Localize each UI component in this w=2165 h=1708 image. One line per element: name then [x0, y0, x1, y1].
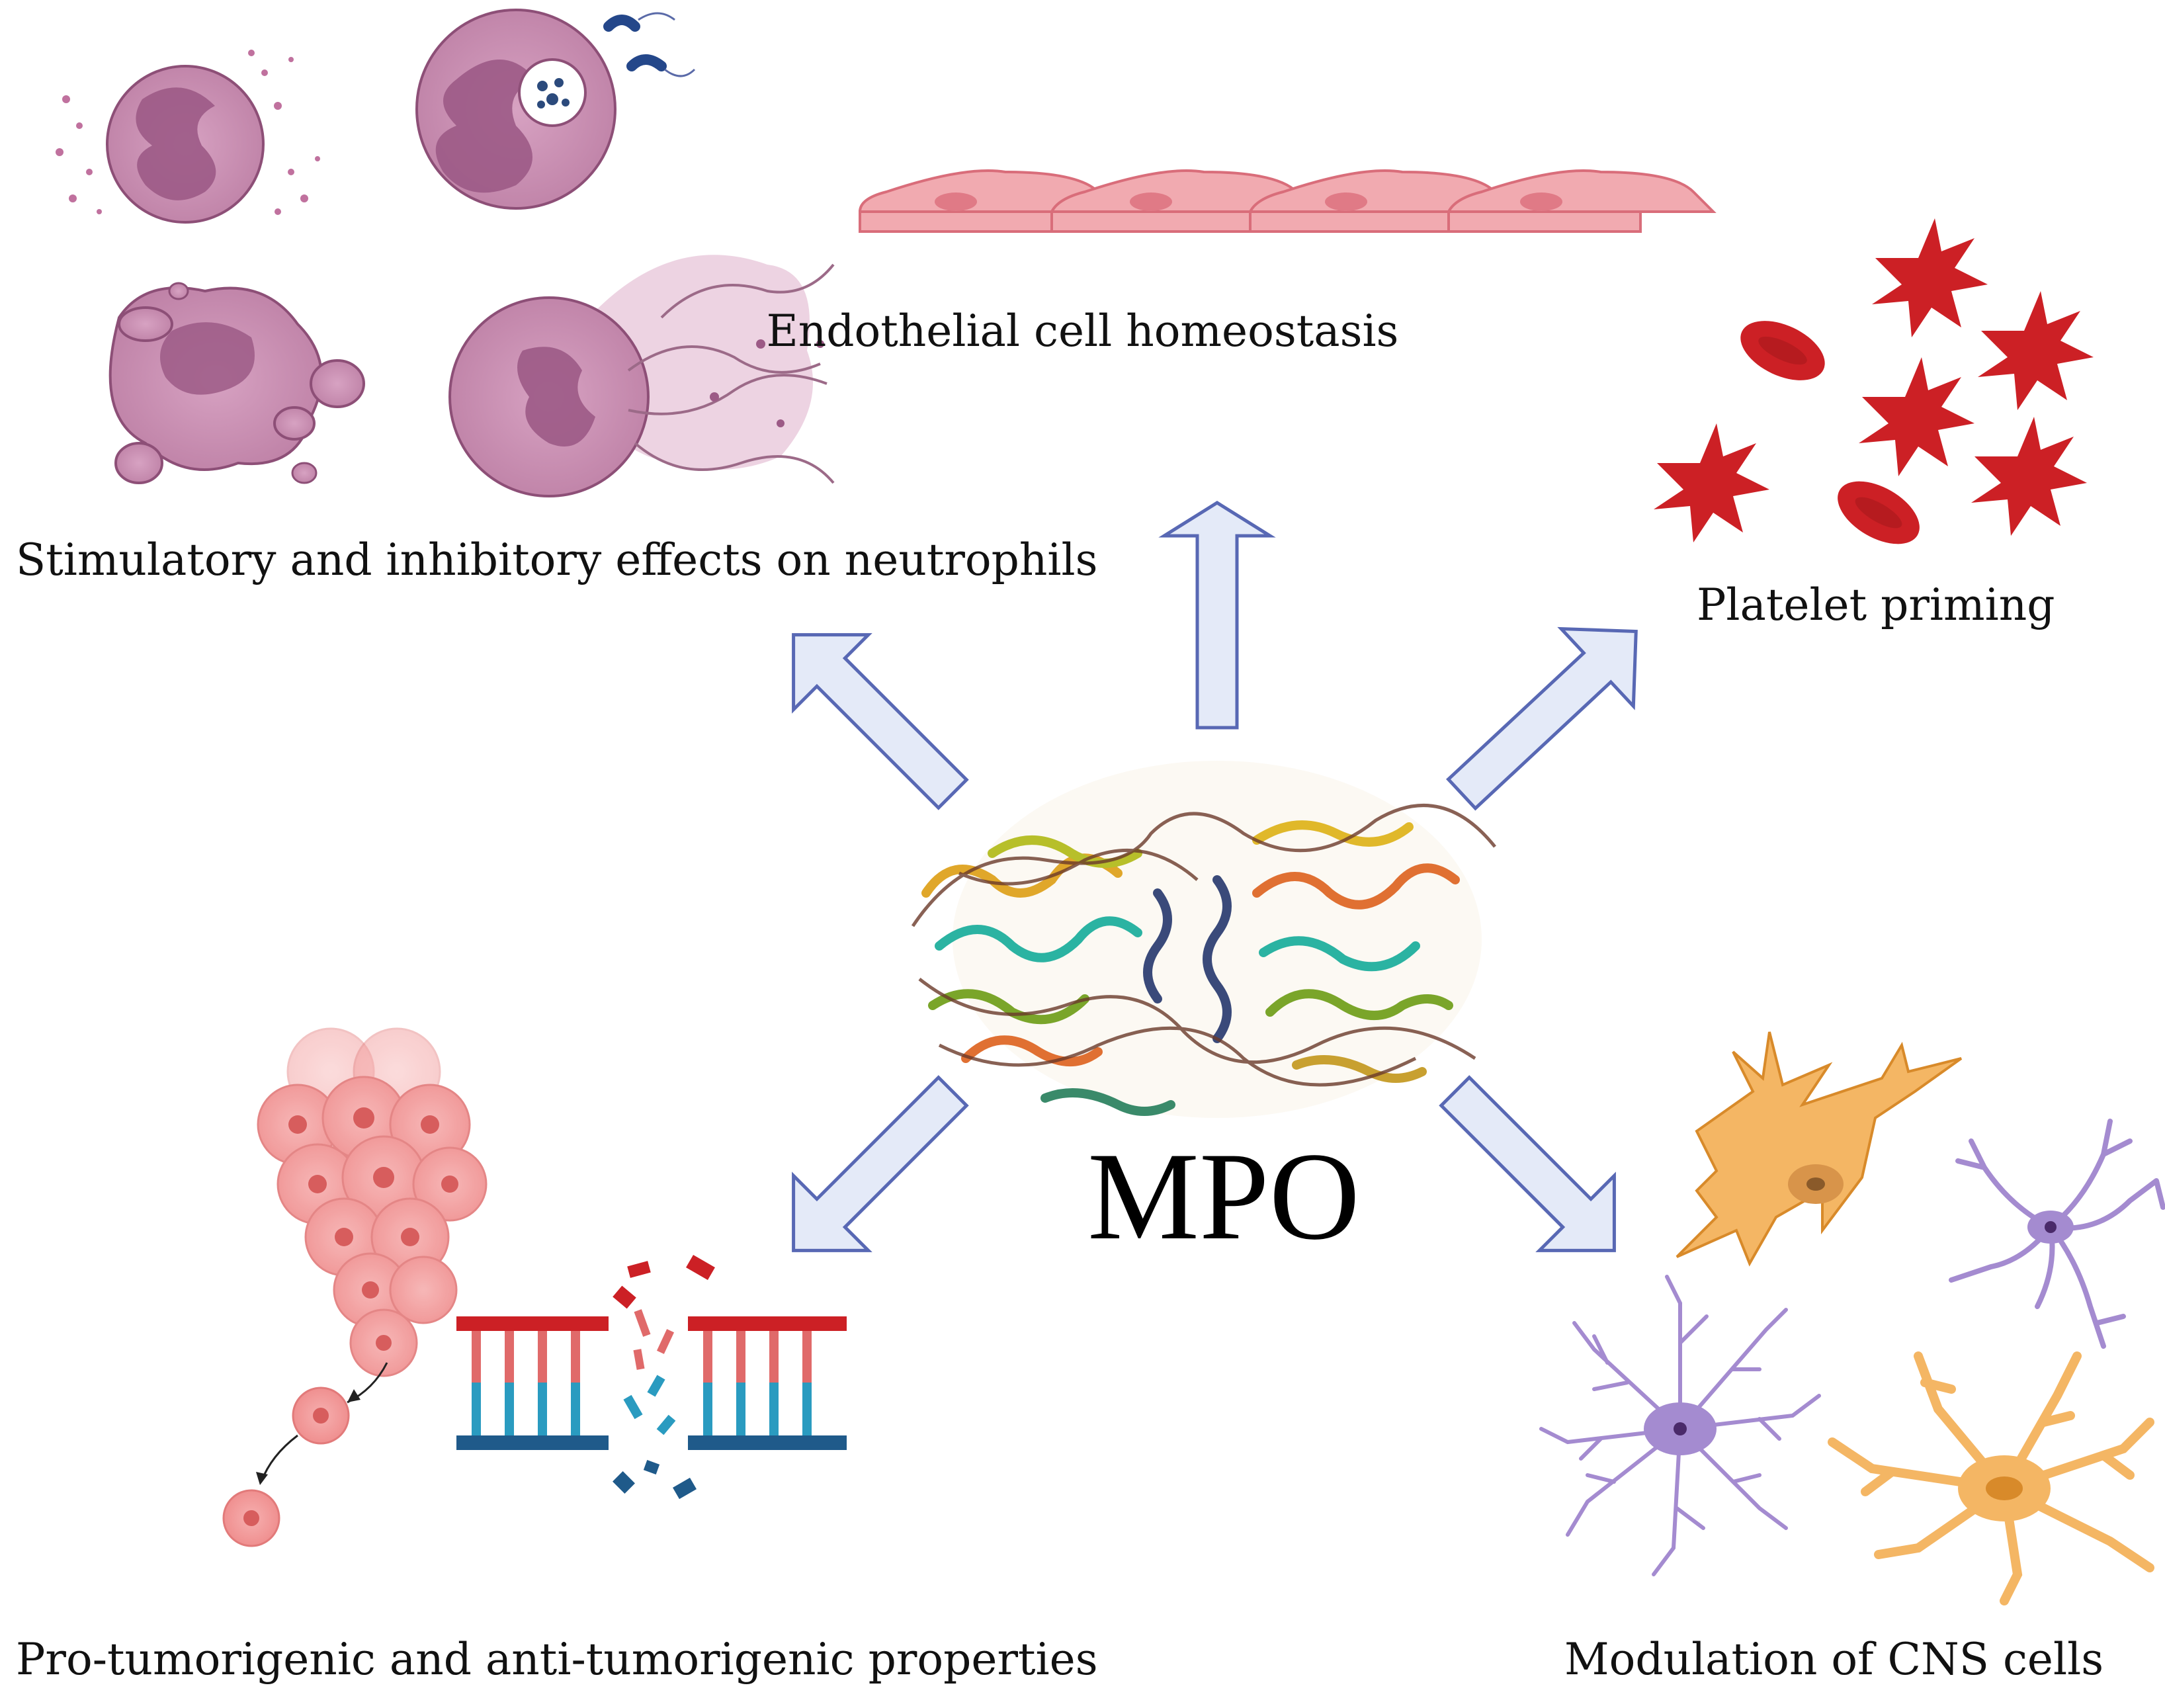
platelet-1 [1872, 218, 1988, 337]
cns-cells [1539, 1031, 2165, 1605]
neutrophil-degranulating [56, 50, 320, 224]
label-tumorigenic-properties: Pro-tumorigenic and anti-tumorigenic pro… [16, 1634, 1098, 1685]
label-endothelial-homeostasis: Endothelial cell homeostasis [766, 306, 1399, 357]
platelet-5 [1971, 417, 2087, 536]
neutrophil-necrotic [108, 282, 365, 484]
arrows [792, 501, 1638, 1252]
neutrophil-phagocytosing [415, 9, 696, 210]
neutrophil-netosis [448, 255, 835, 497]
label-cns-modulation: Modulation of CNS cells [1564, 1634, 2104, 1685]
neuron-1 [1676, 1031, 1963, 1267]
label-neutrophil-effects: Stimulatory and inhibitory effects on ne… [16, 534, 1098, 585]
platelet-group [1654, 218, 2094, 544]
microglia-1 [1949, 1119, 2165, 1349]
label-platelet-priming: Platelet priming [1697, 579, 2055, 630]
dna-damage [456, 1254, 847, 1500]
arrow-up-left [792, 633, 969, 810]
mpo-protein-structure [911, 761, 1496, 1118]
neutrophil-group [56, 9, 835, 497]
arrow-down-left [792, 1075, 969, 1252]
platelet-4 [1654, 423, 1769, 542]
astrocyte-1 [1539, 1275, 1821, 1576]
astrocyte-2 [1828, 1351, 2154, 1605]
arrow-down-right [1439, 1075, 1616, 1252]
endothelial-cells [858, 169, 1717, 233]
arrow-up-right [1446, 626, 1638, 811]
tumor-cluster [222, 1027, 488, 1547]
platelet-2 [1978, 291, 2094, 410]
label-mpo: MPO [1087, 1127, 1360, 1266]
platelet-3 [1859, 357, 1974, 476]
arrow-up [1158, 501, 1276, 730]
